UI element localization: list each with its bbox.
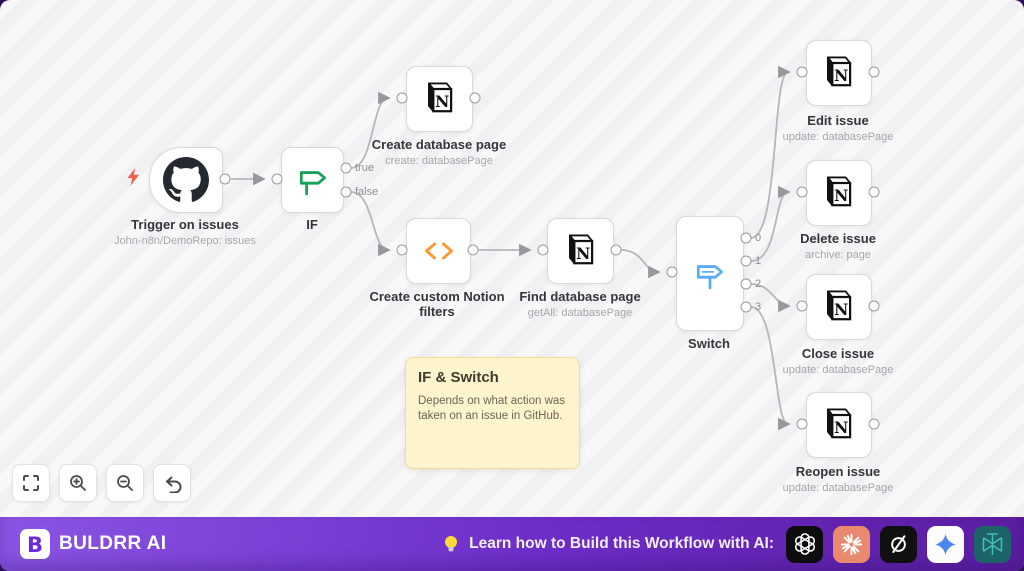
brand: B BULDRR AI (0, 529, 166, 559)
node-title: Delete issue (800, 231, 876, 246)
svg-text:N: N (576, 244, 590, 263)
node-create-database-page[interactable]: N (406, 66, 473, 132)
node-edit-issue[interactable]: N (806, 40, 872, 106)
node-title: Close issue (801, 346, 875, 361)
zoom-in-icon (70, 475, 86, 491)
node-subtitle: archive: page (804, 249, 872, 261)
undo-button[interactable] (153, 464, 191, 502)
if-signpost-icon (296, 163, 330, 197)
fit-view-button[interactable] (12, 464, 50, 502)
svg-text:N: N (834, 300, 848, 319)
fit-view-icon (23, 475, 39, 491)
svg-text:N: N (834, 66, 848, 85)
output-port[interactable] (610, 244, 622, 256)
output-port[interactable] (740, 278, 752, 290)
node-title: Edit issue (807, 113, 869, 128)
node-subtitle: update: databasePage (782, 364, 894, 376)
claude-icon[interactable] (833, 525, 870, 563)
node-if[interactable] (281, 147, 344, 213)
svg-text:B: B (27, 533, 43, 557)
node-subtitle: John-n8n/DemoRepo: issues (114, 235, 256, 247)
node-reopen-issue[interactable]: N (806, 392, 872, 458)
node-title: IF (306, 217, 318, 232)
node-subtitle: update: databasePage (782, 482, 894, 494)
input-port[interactable] (796, 418, 808, 430)
notion-icon: N (420, 79, 460, 119)
output-port[interactable] (740, 255, 752, 267)
node-switch[interactable] (676, 216, 744, 331)
zoom-in-button[interactable] (59, 464, 97, 502)
trigger-bolt-icon (127, 168, 140, 186)
footer-bar: B BULDRR AI Learn how to Build this Work… (0, 517, 1024, 571)
notion-icon: N (561, 231, 601, 271)
output-port[interactable] (469, 92, 481, 104)
openai-icon[interactable] (786, 525, 823, 563)
node-delete-issue[interactable]: N (806, 160, 872, 226)
input-port[interactable] (796, 300, 808, 312)
notion-icon: N (819, 53, 859, 93)
node-title: Create database page (371, 137, 507, 152)
output-port[interactable] (467, 244, 479, 256)
switch-output-label-0: 0 (755, 232, 762, 244)
switch-output-label-3: 3 (755, 301, 762, 313)
github-icon (163, 157, 209, 203)
if-output-label-false: false (355, 186, 379, 198)
lightbulb-icon (445, 536, 458, 552)
node-find-database-page[interactable]: N (547, 218, 614, 284)
notion-icon: N (819, 405, 859, 445)
notion-icon: N (819, 173, 859, 213)
footer-message-text: Learn how to Build this Workflow with AI… (469, 535, 774, 552)
canvas-controls (12, 464, 191, 502)
input-port[interactable] (396, 244, 408, 256)
node-subtitle: create: databasePage (385, 155, 493, 167)
output-port[interactable] (868, 300, 880, 312)
if-output-label-true: true (355, 162, 374, 174)
output-port[interactable] (340, 186, 352, 198)
output-port[interactable] (219, 173, 231, 185)
svg-text:N: N (834, 418, 848, 437)
input-port[interactable] (396, 92, 408, 104)
node-title: Find database page (519, 289, 641, 304)
sticky-note[interactable]: IF & Switch Depends on what action was t… (405, 357, 580, 469)
output-port[interactable] (868, 418, 880, 430)
input-port[interactable] (796, 186, 808, 198)
perplexity-icon[interactable] (974, 525, 1011, 563)
input-port[interactable] (666, 266, 678, 278)
node-trigger-on-issues[interactable] (149, 147, 223, 213)
svg-text:N: N (435, 92, 449, 111)
node-title: Switch (688, 336, 730, 351)
buldrr-logo-icon: B (20, 529, 50, 559)
switch-output-label-2: 2 (755, 278, 762, 290)
zoom-out-button[interactable] (106, 464, 144, 502)
footer-message: Learn how to Build this Workflow with AI… (442, 534, 774, 554)
node-create-custom-notion-filters[interactable] (406, 218, 471, 284)
sticky-note-title: IF & Switch (418, 369, 499, 386)
input-port[interactable] (271, 173, 283, 185)
sticky-note-body: Depends on what action was taken on an i… (418, 395, 566, 422)
node-subtitle: getAll: databasePage (527, 307, 633, 319)
svg-text:N: N (834, 186, 848, 205)
output-port[interactable] (340, 162, 352, 174)
output-port[interactable] (740, 301, 752, 313)
grok-icon[interactable] (880, 525, 917, 563)
node-title: Reopen issue (795, 464, 881, 479)
switch-output-label-1: 1 (755, 255, 762, 267)
output-port[interactable] (868, 66, 880, 78)
ai-icon-row (786, 525, 1011, 563)
input-port[interactable] (537, 244, 549, 256)
output-port[interactable] (740, 232, 752, 244)
node-subtitle: update: databasePage (782, 131, 894, 143)
undo-icon (166, 476, 182, 493)
code-brackets-icon (423, 236, 455, 266)
notion-icon: N (819, 287, 859, 327)
input-port[interactable] (796, 66, 808, 78)
gemini-icon[interactable] (927, 525, 964, 563)
node-title: Create custom Notion filters (369, 289, 505, 319)
output-port[interactable] (868, 186, 880, 198)
brand-name: BULDRR AI (59, 533, 167, 554)
switch-signpost-icon (693, 257, 727, 291)
node-close-issue[interactable]: N (806, 274, 872, 340)
zoom-out-icon (117, 475, 133, 491)
node-title: Trigger on issues (131, 217, 239, 232)
